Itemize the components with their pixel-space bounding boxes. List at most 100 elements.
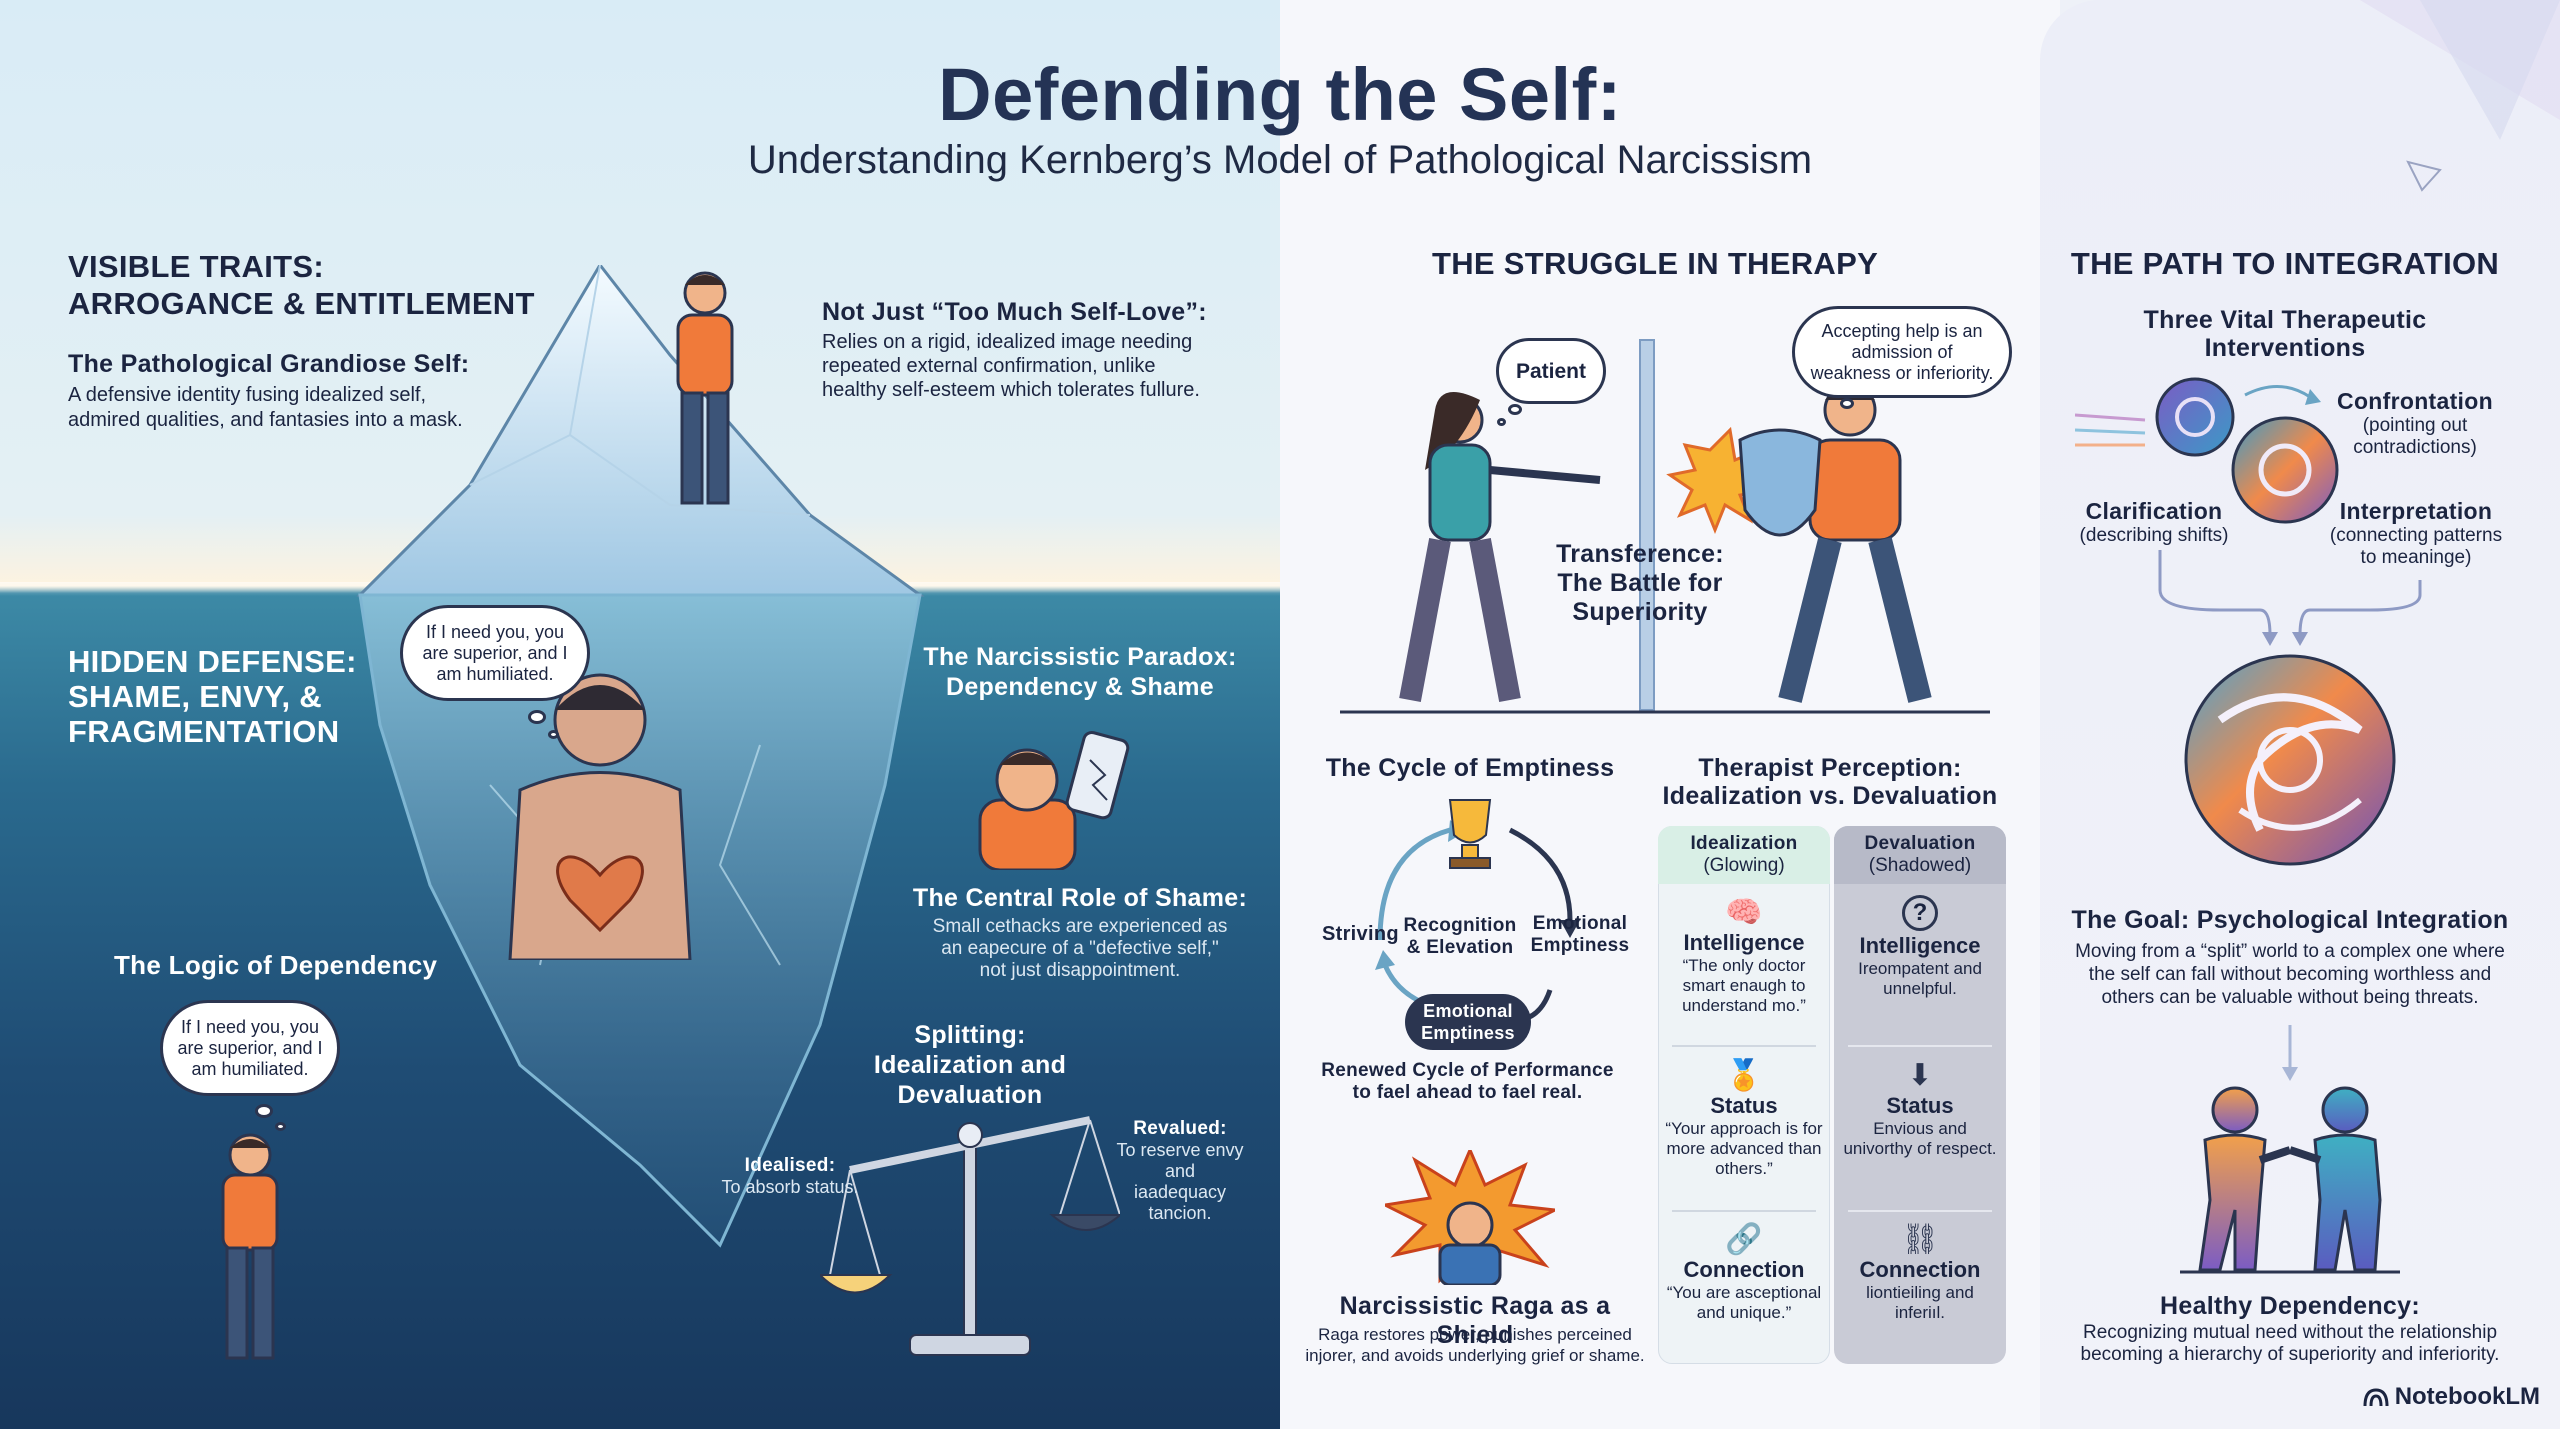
cycle-title: The Cycle of Emptiness xyxy=(1325,754,1615,782)
revalued-desc-line2: iaadequacy tancion. xyxy=(1133,1182,1227,1223)
shame-desc: Small cethacks are experienced as an eap… xyxy=(900,916,1260,982)
question-icon: ? xyxy=(1902,895,1938,931)
balance-scale-icon xyxy=(820,1116,1120,1356)
hidden-defense-line2: SHAME, ENVY, & xyxy=(68,679,322,714)
confrontation-desc-line2: contradictions) xyxy=(2353,437,2477,458)
not-just-desc-line1: Relies on a rigid, idealized image needi… xyxy=(822,331,1193,353)
lonely-person-figure xyxy=(221,1133,279,1360)
emotional-emptiness-pill: Emotional Emptiness xyxy=(1405,994,1531,1050)
transference-label: Transference: The Battle for Superiority xyxy=(1540,540,1740,627)
healthy-dependency-desc: Recognizing mutual need without the rela… xyxy=(2060,1322,2520,1366)
devaluation-header: Devaluation (Shadowed) xyxy=(1834,826,2006,884)
rage-desc-line1: Raga restores power, punishes perceined xyxy=(1318,1325,1632,1344)
integration-sphere-icon xyxy=(2184,654,2396,866)
deval-connection-cell: ⛓ Connection liontieiling and inferiıl. xyxy=(1840,1222,2000,1323)
idealization-header-line2: (Glowing) xyxy=(1703,855,1785,876)
thought-dot xyxy=(1497,418,1506,426)
perception-title-line1: Therapist Perception: xyxy=(1698,754,1962,782)
pill-line2: Emptiness xyxy=(1421,1023,1515,1043)
splitting-heading: Splitting: Idealization and Devaluation xyxy=(800,1020,1140,1110)
rage-desc: Raga restores power, punishes perceined … xyxy=(1300,1324,1650,1366)
devaluation-header-line1: Devaluation xyxy=(1864,833,1976,854)
ideal-connection-cell: 🔗 Connection “You are asceptional and un… xyxy=(1664,1222,1824,1323)
deval-status-desc: Envious and univorthy of respect. xyxy=(1843,1119,1997,1158)
ideal-intelligence-desc: “The only doctor smart enaugh to underst… xyxy=(1682,956,1806,1015)
dependency-desc-line1: Recognizing mutual need without the rela… xyxy=(2082,1322,2498,1343)
visible-traits-line2: ARROGANCE & ENTITLEMENT xyxy=(68,286,535,321)
perception-title: Therapist Perception: Idealization vs. D… xyxy=(1660,754,2000,810)
ideal-connection-desc: “You are asceptional and unique.” xyxy=(1666,1283,1822,1322)
rage-desc-line2: injorer, and avoids underlying grief or … xyxy=(1305,1346,1645,1365)
recognition-line1: Recognition xyxy=(1403,915,1517,936)
interventions-line1: Three Vital Therapeutic xyxy=(2143,306,2427,334)
award-icon: 🏅 xyxy=(1725,1059,1763,1092)
clarification-desc: (describing shifts) xyxy=(2079,525,2229,546)
ideal-intelligence-cell: 🧠 Intelligence “The only doctor smart en… xyxy=(1664,895,1824,1016)
page-subtitle: Understanding Kernberg’s Model of Pathol… xyxy=(747,138,1813,182)
page-title: Defending the Self: xyxy=(938,53,1622,136)
dependency-desc-line2: becoming a hierarchy of superiority and … xyxy=(2080,1344,2500,1365)
renewed-line2: to fael ahead to fael real. xyxy=(1352,1082,1583,1103)
shame-desc-line2: an eapecure of a "defective self," xyxy=(941,938,1219,959)
deval-intelligence-cell: ? Intelligence Ireompatent and unnelpful… xyxy=(1840,895,2000,999)
row-divider xyxy=(1672,1045,1816,1047)
therapist-bubble: Accepting help is an admission of weakne… xyxy=(1792,306,2012,398)
paradox-line1: The Narcissistic Paradox: xyxy=(923,643,1237,671)
cycle-emptiness-label: Emotional Emptiness xyxy=(1528,913,1632,957)
notebooklm-logo-icon xyxy=(2363,1388,2389,1407)
ideal-status-desc: “Your approach is for more advanced than… xyxy=(1665,1119,1823,1178)
confrontation-desc-line1: (pointing out xyxy=(2362,415,2468,436)
confrontation-label: Confrontation (pointing out contradictio… xyxy=(2310,388,2520,459)
splitting-line2: Idealization and Devaluation xyxy=(873,1051,1067,1109)
hidden-defense-heading: HIDDEN DEFENSE: SHAME, ENVY, & FRAGMENTA… xyxy=(68,644,357,749)
not-just-desc-line3: healthy self-esteem which tolerates full… xyxy=(822,379,1200,401)
arrogant-man-figure xyxy=(676,271,734,505)
row-divider xyxy=(1848,1210,1992,1212)
notebooklm-brand: NotebookLM xyxy=(2363,1383,2540,1411)
idealization-header-line1: Idealization xyxy=(1690,833,1798,854)
shame-title: The Central Role of Shame: xyxy=(912,884,1248,912)
goal-desc-line2: the self can fall without becoming worth… xyxy=(2088,964,2492,985)
interventions-line2: Interventions xyxy=(2204,334,2366,362)
broken-link-icon: ⛓ xyxy=(1900,1223,1940,1256)
thought-dot xyxy=(528,710,546,724)
deval-status-title: Status xyxy=(1886,1093,1954,1118)
interpretation-label: Interpretation (connecting patterns to m… xyxy=(2316,498,2516,569)
visible-traits-line1: VISIBLE TRAITS: xyxy=(68,249,324,284)
intervention-swirls-icon xyxy=(2075,377,2339,524)
cycle-recognition-label: Recognition & Elevation xyxy=(1400,915,1520,959)
rage-title: Narcissistic Raga as a Shield xyxy=(1339,1292,1611,1349)
devaluation-header-line2: (Shadowed) xyxy=(1868,855,1972,876)
hidden-defense-line1: HIDDEN DEFENSE: xyxy=(68,644,357,679)
grandiose-self-title: The Pathological Grandiose Self: xyxy=(68,350,470,378)
podium-icon: ⬇ xyxy=(1907,1059,1933,1092)
renewed-cycle-text: Renewed Cycle of Performance to fael ahe… xyxy=(1310,1060,1625,1104)
thought-dot xyxy=(275,1122,286,1131)
logic-of-dependency-title: The Logic of Dependency xyxy=(114,950,438,980)
handshake-figures-icon xyxy=(2180,1086,2400,1274)
grandiose-self-desc: A defensive identity fusing idealized se… xyxy=(68,383,463,433)
shamed-man-figure xyxy=(508,673,692,960)
ideal-connection-title: Connection xyxy=(1683,1257,1805,1282)
deval-connection-desc: liontieiling and inferiıl. xyxy=(1866,1283,1974,1322)
shame-desc-line3: not just disappointment. xyxy=(979,960,1181,981)
integration-heading: THE PATH TO INTEGRATION xyxy=(2070,246,2500,281)
row-divider xyxy=(1848,1045,1992,1047)
transference-scene-illustration xyxy=(1340,339,1990,714)
emotional-line2: Emptiness xyxy=(1530,935,1630,956)
ideal-status-cell: 🏅 Status “Your approach is for more adva… xyxy=(1664,1058,1824,1179)
thought-bubble-bottom: If I need you, you are superior, and I a… xyxy=(160,1000,340,1096)
paradox-line2: Dependency & Shame xyxy=(946,673,1214,701)
patient-bubble: Patient xyxy=(1496,338,1606,404)
clarification-title: Clarification xyxy=(2085,498,2223,524)
deval-status-cell: ⬇ Status Envious and univorthy of respec… xyxy=(1840,1058,2000,1159)
chain-link-icon: 🔗 xyxy=(1725,1223,1763,1256)
confrontation-title: Confrontation xyxy=(2337,388,2493,414)
goal-desc-line3: others can be valuable without being thr… xyxy=(2101,987,2479,1008)
pill-line1: Emotional xyxy=(1423,1001,1513,1021)
revalued-title: Revalued: xyxy=(1133,1118,1227,1139)
thought-dot xyxy=(255,1104,273,1118)
goal-desc: Moving from a “split” world to a complex… xyxy=(2060,940,2520,1009)
emotional-line1: Emotional xyxy=(1532,913,1628,934)
idealization-header: Idealization (Glowing) xyxy=(1658,826,1830,884)
